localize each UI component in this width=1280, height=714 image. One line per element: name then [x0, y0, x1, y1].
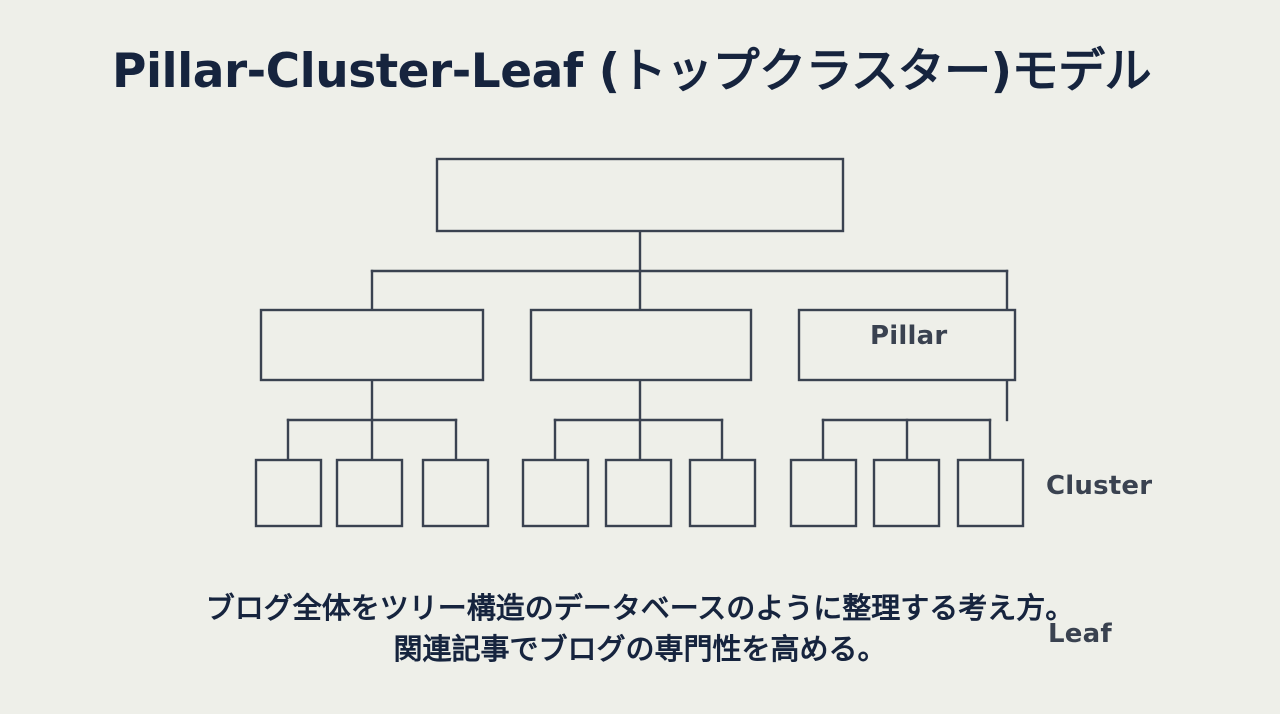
leaf-node[interactable]: [872, 458, 941, 528]
diagram-svg: [254, 157, 1025, 528]
leaf-node[interactable]: [956, 458, 1025, 528]
pillar-node[interactable]: [435, 157, 845, 233]
leaf-node[interactable]: [421, 458, 490, 528]
cluster-node[interactable]: [529, 308, 753, 382]
caption-line-1: ブログ全体をツリー構造のデータベースのように整理する考え方。: [205, 591, 1075, 625]
tier-label-leaf: Leaf: [1048, 619, 1112, 649]
leaf-node[interactable]: [604, 458, 673, 528]
leaf-node[interactable]: [335, 458, 404, 528]
caption-line-2: 関連記事でブログの専門性を高める。: [393, 632, 887, 667]
cluster-nodes: [259, 308, 1017, 382]
leaf-node[interactable]: [789, 458, 858, 528]
cluster-node[interactable]: [797, 308, 1017, 382]
leaf-node[interactable]: [688, 458, 757, 528]
diagram-connectors: [286, 229, 1009, 462]
pillar-nodes: [435, 157, 845, 233]
caption-block: ブログ全体をツリー構造のデータベースのように整理する考え方。 関連記事でブログの…: [0, 588, 1280, 670]
pillar-cluster-leaf-diagram: Pillar Cluster Leaf: [0, 140, 1280, 649]
cluster-node[interactable]: [259, 308, 485, 382]
page-title: Pillar-Cluster-Leaf (トップクラスター)モデル: [112, 44, 1152, 99]
tier-label-pillar: Pillar: [870, 321, 948, 351]
leaf-nodes: [254, 458, 1025, 528]
leaf-node[interactable]: [254, 458, 323, 528]
tier-label-cluster: Cluster: [1046, 471, 1153, 501]
leaf-node[interactable]: [521, 458, 590, 528]
